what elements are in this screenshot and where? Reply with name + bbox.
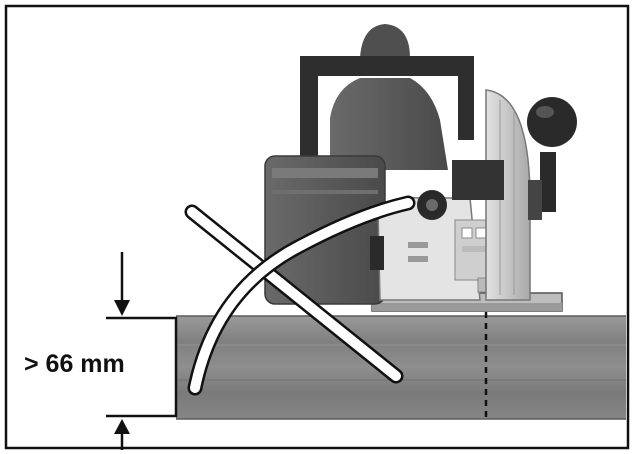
workpiece-board bbox=[176, 315, 626, 420]
arrow-down-icon bbox=[114, 252, 130, 316]
arrow-up-icon bbox=[114, 419, 130, 450]
dimension-label: > 66 mm bbox=[24, 350, 125, 378]
cross-mark-icon bbox=[184, 195, 416, 396]
dimension-bracket bbox=[106, 316, 178, 418]
